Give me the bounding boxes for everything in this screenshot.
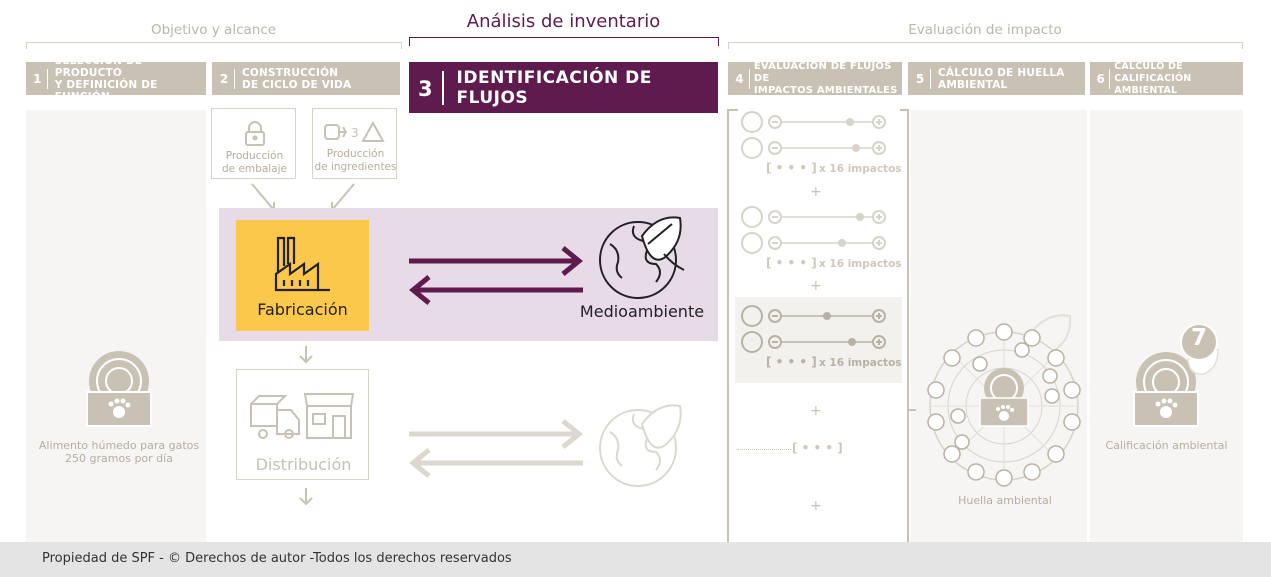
step-number: 5 xyxy=(910,68,931,89)
distribution-box[interactable]: Distribución xyxy=(236,369,369,480)
impact-sliders-group-3[interactable] xyxy=(738,304,898,356)
ingredients-icon: 3 xyxy=(324,120,385,142)
plus-sign: + xyxy=(810,498,822,514)
step-number: 1 xyxy=(28,68,48,89)
impact-count-label: x 16 impactos xyxy=(819,357,902,369)
distribution-label: Distribución xyxy=(255,455,352,474)
plus-sign: + xyxy=(810,184,822,200)
earth-leaf-icon-grey xyxy=(599,404,682,487)
down-arrow-2 xyxy=(299,488,313,506)
phase-bracket-objetivo xyxy=(26,42,402,49)
rating-value: 7 xyxy=(1190,325,1207,351)
phase-title-impacto: Evaluación de impacto xyxy=(908,22,1062,38)
impact-ellipsis: [ • • • ] xyxy=(766,161,817,175)
svg-text:3: 3 xyxy=(351,126,359,140)
rating-label: Calificación ambiental xyxy=(1105,439,1228,452)
plus-sign: + xyxy=(810,403,822,419)
impact-ellipsis: [ • • • ] xyxy=(792,441,843,455)
truck-shop-icon xyxy=(250,393,355,439)
step-3-tab[interactable]: 3 IDENTIFICACIÓN DE FLUJOS xyxy=(409,62,718,113)
impact-sliders-group-1[interactable] xyxy=(738,110,898,162)
phase-title-objetivo: Objetivo y alcance xyxy=(150,22,277,38)
phase-bracket-impacto xyxy=(728,42,1243,49)
exchange-arrows-purple xyxy=(409,246,583,305)
footprint-label: Huella ambiental xyxy=(958,494,1052,507)
factory-icon xyxy=(274,236,330,292)
impact-ellipsis: [ • • • ] xyxy=(766,256,817,270)
footer-bar: Propiedad de SPF - © Derechos de autor -… xyxy=(0,542,1271,577)
step-number: 3 xyxy=(409,70,444,105)
cat-food-can-icon xyxy=(86,351,152,427)
exchange-arrows-grey xyxy=(409,419,583,478)
impact-ellipsis: [ • • • ] xyxy=(766,355,817,369)
manufacturing-box[interactable]: Fabricación xyxy=(236,220,369,331)
rating-can-icon xyxy=(1133,324,1219,427)
earth-leaf-icon xyxy=(599,216,685,299)
step-number: 2 xyxy=(214,68,235,89)
column-6-panel xyxy=(1090,110,1243,542)
step-number: 4 xyxy=(730,68,750,89)
step-label: IDENTIFICACIÓN DE FLUJOS xyxy=(456,67,652,108)
phase-title-inventario: Análisis de inventario xyxy=(466,11,661,32)
impact-count-label: x 16 impactos xyxy=(819,258,902,270)
step-number: 6 xyxy=(1092,68,1111,89)
down-arrow-1 xyxy=(299,346,313,364)
phase-bracket-inventario xyxy=(409,37,719,46)
impact-sliders-group-2[interactable] xyxy=(738,205,898,257)
plus-sign: + xyxy=(810,278,822,294)
dotted-line xyxy=(737,449,791,450)
column-1-panel xyxy=(26,110,206,542)
copyright-text: Propiedad de SPF - © Derechos de autor -… xyxy=(42,551,512,566)
impact-count-label: x 16 impactos xyxy=(819,163,902,175)
manufacturing-label: Fabricación xyxy=(257,300,348,319)
environment-label: Medioambiente xyxy=(579,302,705,321)
lock-icon xyxy=(245,121,265,146)
impact-bracket xyxy=(727,109,916,542)
footprint-wheel-icon xyxy=(927,314,1081,487)
